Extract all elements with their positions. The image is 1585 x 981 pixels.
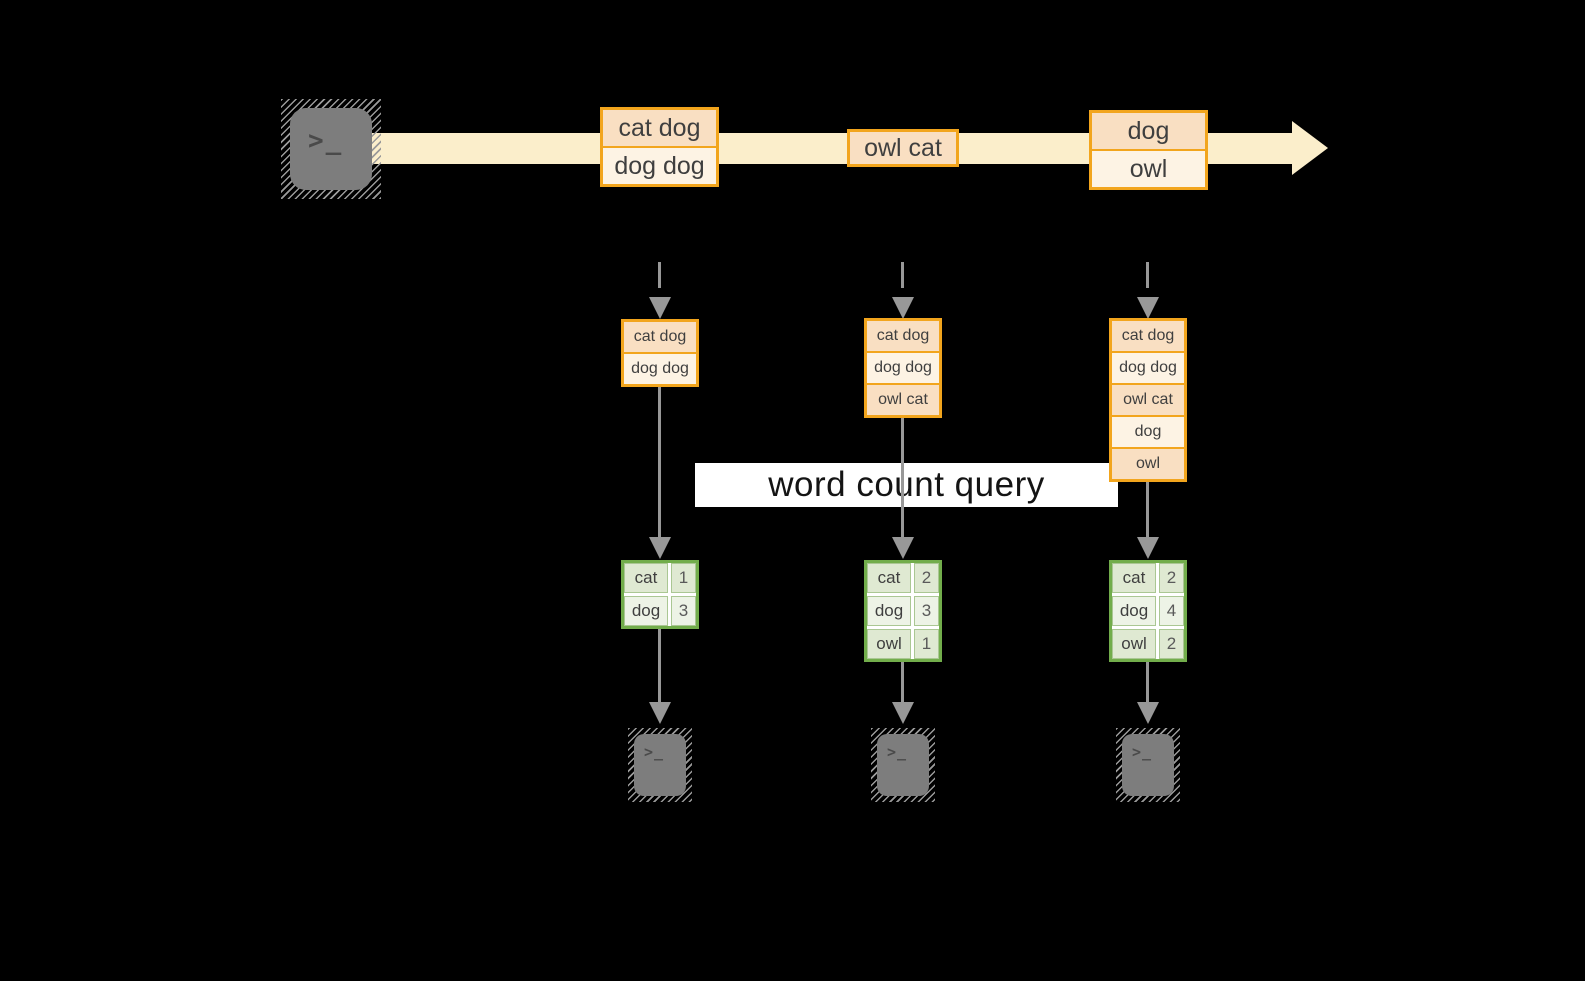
- micro-batch-stack-2: cat dog dog dog owl cat: [864, 318, 942, 418]
- query-band: word count query: [695, 463, 1118, 507]
- count-cell: 2: [1159, 629, 1184, 659]
- batch-row: owl cat: [850, 132, 956, 164]
- stack-row: owl cat: [867, 385, 939, 415]
- query-label: word count query: [768, 465, 1045, 504]
- word-cell: owl: [1112, 629, 1156, 659]
- micro-batch-stack-1: cat dog dog dog: [621, 319, 699, 387]
- stream-batch-3: dog owl: [1089, 110, 1208, 190]
- terminal-prompt-glyph: >_: [887, 743, 908, 761]
- output-terminal-icon-3: >_: [1116, 728, 1180, 802]
- trigger-arrow-dash: [1146, 262, 1149, 288]
- output-arrowhead-icon: [892, 702, 914, 724]
- output-arrowhead-icon: [1137, 702, 1159, 724]
- word-cell: cat: [624, 563, 668, 593]
- output-line: [658, 629, 661, 702]
- output-terminal-icon-2: >_: [871, 728, 935, 802]
- flow-line: [901, 418, 904, 537]
- flow-arrowhead-icon: [649, 537, 671, 559]
- stack-row: cat dog: [1112, 321, 1184, 351]
- count-cell: 3: [671, 596, 696, 626]
- count-cell: 1: [914, 629, 939, 659]
- word-cell: dog: [624, 596, 668, 626]
- source-terminal-icon: >_: [281, 99, 381, 199]
- batch-row: dog dog: [603, 148, 716, 184]
- terminal-body: >_: [1122, 734, 1174, 796]
- result-table-3: cat 2 dog 4 owl 2: [1109, 560, 1187, 662]
- output-arrowhead-icon: [649, 702, 671, 724]
- stack-row: cat dog: [867, 321, 939, 351]
- count-cell: 3: [914, 596, 939, 626]
- stack-row: dog dog: [867, 353, 939, 383]
- output-terminal-icon-1: >_: [628, 728, 692, 802]
- stream-batch-2: owl cat: [847, 129, 959, 167]
- flow-line: [658, 387, 661, 537]
- terminal-body: >_: [877, 734, 929, 796]
- batch-row: dog: [1092, 113, 1205, 149]
- terminal-body: >_: [634, 734, 686, 796]
- word-cell: owl: [867, 629, 911, 659]
- flow-arrowhead-icon: [1137, 537, 1159, 559]
- stack-row: dog dog: [1112, 353, 1184, 383]
- trigger-arrowhead-icon: [892, 297, 914, 319]
- output-line: [1146, 662, 1149, 702]
- micro-batch-stack-3: cat dog dog dog owl cat dog owl: [1109, 318, 1187, 482]
- stack-row: owl cat: [1112, 385, 1184, 415]
- terminal-body: >_: [290, 108, 372, 190]
- word-cell: dog: [1112, 596, 1156, 626]
- result-table-2: cat 2 dog 3 owl 1: [864, 560, 942, 662]
- trigger-arrow-dash: [658, 262, 661, 288]
- result-table-1: cat 1 dog 3: [621, 560, 699, 629]
- flow-line: [1146, 482, 1149, 537]
- count-cell: 4: [1159, 596, 1184, 626]
- stack-row: cat dog: [624, 322, 696, 352]
- trigger-arrow-dash: [901, 262, 904, 288]
- flow-arrowhead-icon: [892, 537, 914, 559]
- stack-row: dog: [1112, 417, 1184, 447]
- word-cell: cat: [1112, 563, 1156, 593]
- count-cell: 2: [1159, 563, 1184, 593]
- output-line: [901, 662, 904, 702]
- batch-row: owl: [1092, 151, 1205, 187]
- stream-batch-1: cat dog dog dog: [600, 107, 719, 187]
- batch-row: cat dog: [603, 110, 716, 146]
- terminal-prompt-glyph: >_: [308, 126, 344, 156]
- word-cell: cat: [867, 563, 911, 593]
- count-cell: 2: [914, 563, 939, 593]
- word-cell: dog: [867, 596, 911, 626]
- trigger-arrowhead-icon: [649, 297, 671, 319]
- terminal-prompt-glyph: >_: [644, 743, 665, 761]
- trigger-arrowhead-icon: [1137, 297, 1159, 319]
- stack-row: dog dog: [624, 354, 696, 384]
- terminal-prompt-glyph: >_: [1132, 743, 1153, 761]
- stack-row: owl: [1112, 449, 1184, 479]
- count-cell: 1: [671, 563, 696, 593]
- stream-arrowhead-icon: [1292, 121, 1328, 175]
